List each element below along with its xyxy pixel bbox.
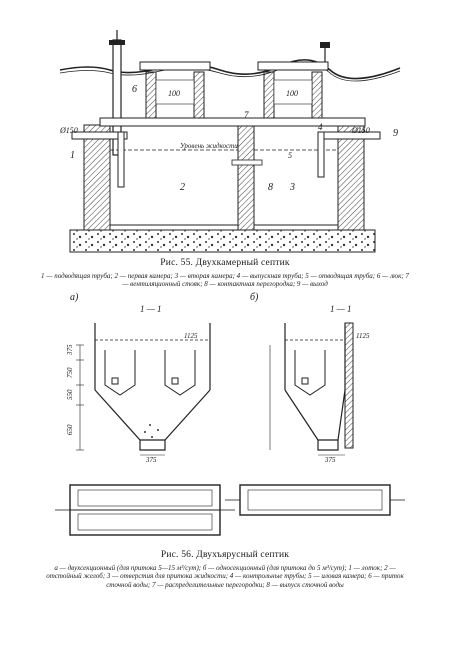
- label-dim-750: 750: [66, 367, 74, 378]
- label-dim-550: 550: [66, 389, 74, 400]
- label-n4: 4: [318, 122, 323, 132]
- label-d100-left: 100: [168, 89, 180, 98]
- label-n9: 9: [393, 128, 398, 139]
- label-d100-right: 100: [286, 89, 298, 98]
- label-water-level: Уровень жидкости: [180, 142, 238, 150]
- label-d150-left: Ø150: [59, 126, 78, 135]
- label-dim-1125-b: 1125: [356, 332, 370, 340]
- fig56-legend: а — двухсекционный (для притока 5—15 м³/…: [46, 564, 404, 589]
- fig55-title: Рис. 55. Двухкамерный септик: [160, 258, 290, 268]
- label-d150-right: Ø150: [351, 126, 370, 135]
- label-n7: 7: [244, 110, 249, 120]
- label-n1: 1: [70, 150, 75, 161]
- label-section-a: 1 — 1: [140, 304, 162, 314]
- label-n6: 6: [132, 84, 137, 95]
- fig56b-drawing: [269, 322, 354, 456]
- label-dim-375: 375: [145, 456, 157, 464]
- fig55-drawing: [59, 30, 401, 253]
- label-sub-b: б): [250, 292, 259, 303]
- fig56a-drawing: [76, 323, 211, 456]
- label-n3: 3: [289, 182, 295, 193]
- label-n2: 2: [180, 182, 185, 193]
- label-dim-650: 650: [66, 424, 74, 435]
- fig55-legend: 1 — подводящая труба; 2 — первая камера;…: [41, 272, 409, 289]
- fig56-plans: [55, 484, 405, 536]
- label-sub-a: а): [70, 292, 79, 303]
- label-dim-375-top: 375: [66, 344, 74, 356]
- label-n8: 8: [268, 182, 273, 193]
- label-section-b: 1 — 1: [330, 304, 352, 314]
- label-dim-375-b: 375: [324, 456, 336, 464]
- label-dim-1125: 1125: [184, 332, 198, 340]
- label-n5: 5: [288, 151, 292, 160]
- fig56-title: Рис. 56. Двухъярусный септик: [160, 550, 290, 560]
